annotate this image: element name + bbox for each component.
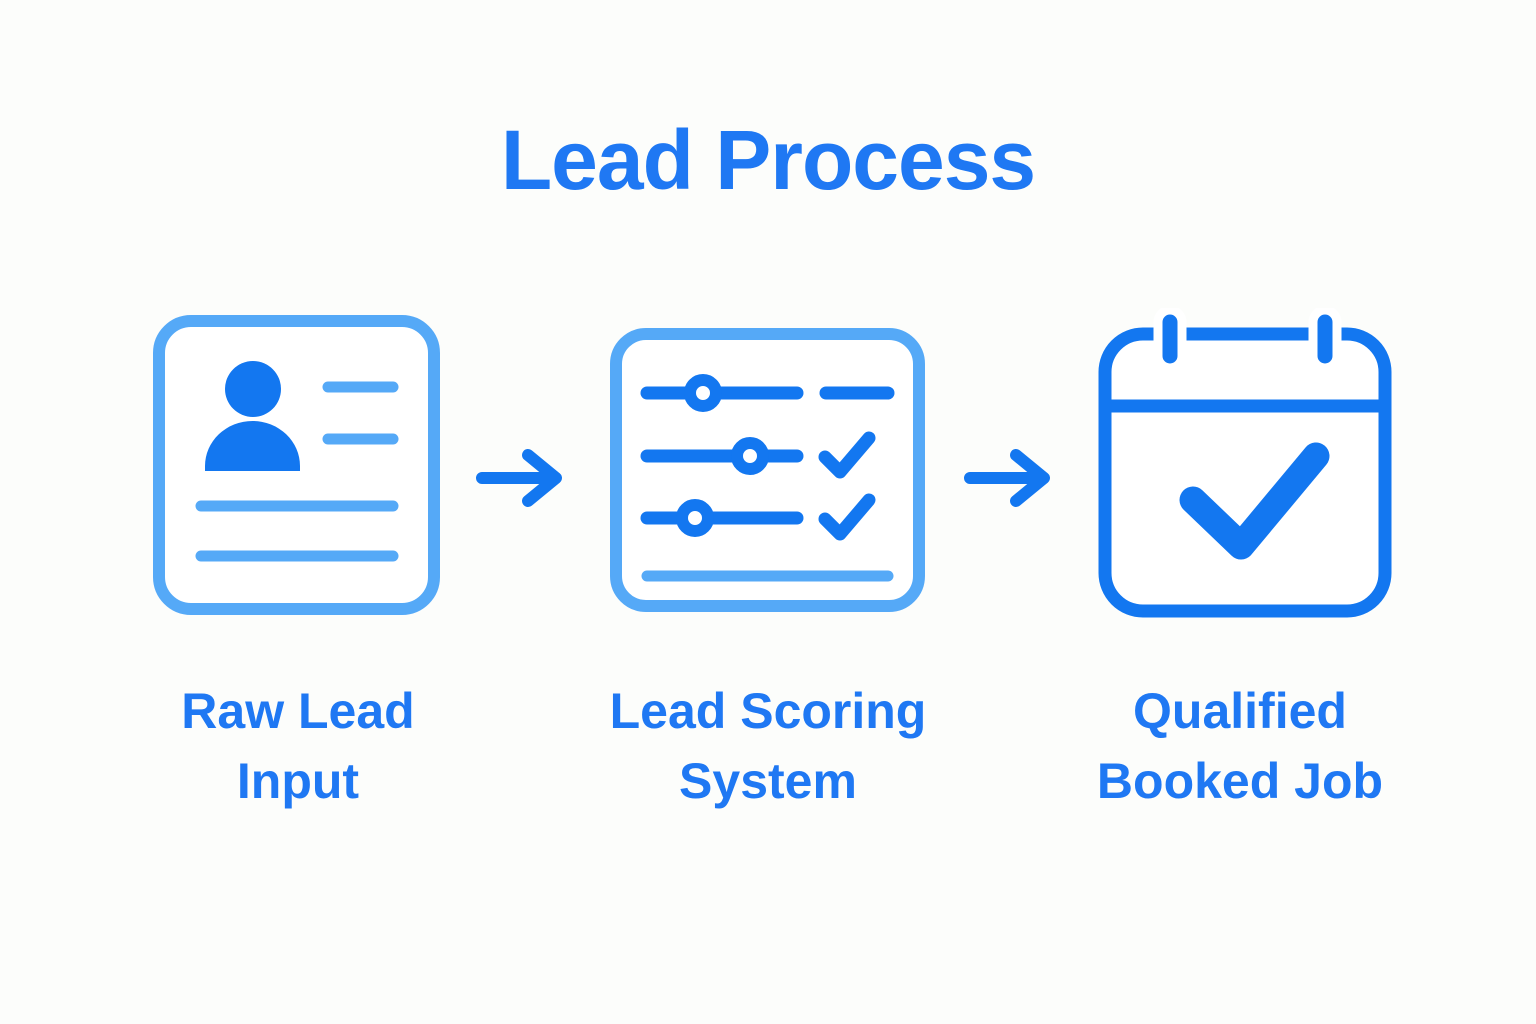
stage-qualified-booked-job (1098, 305, 1392, 623)
stage-label-lead-scoring-system: Lead Scoring System (609, 683, 927, 809)
right-arrow-icon (476, 449, 562, 507)
stage-label-qualified-booked-job: Qualified Booked Job (1096, 683, 1384, 809)
connector-arrow-1 (472, 448, 567, 513)
page-title: Lead Process (500, 113, 1036, 207)
stage-lead-scoring-system (610, 328, 925, 617)
stage-label-raw-lead-input: Raw Lead Input (181, 683, 415, 809)
sliders-icon (610, 328, 925, 612)
calendar-check-icon (1098, 305, 1392, 618)
right-arrow-icon (964, 449, 1050, 507)
connector-arrow-2 (960, 448, 1055, 513)
stage-raw-lead-input (153, 315, 440, 620)
contact-card-icon (153, 315, 440, 615)
